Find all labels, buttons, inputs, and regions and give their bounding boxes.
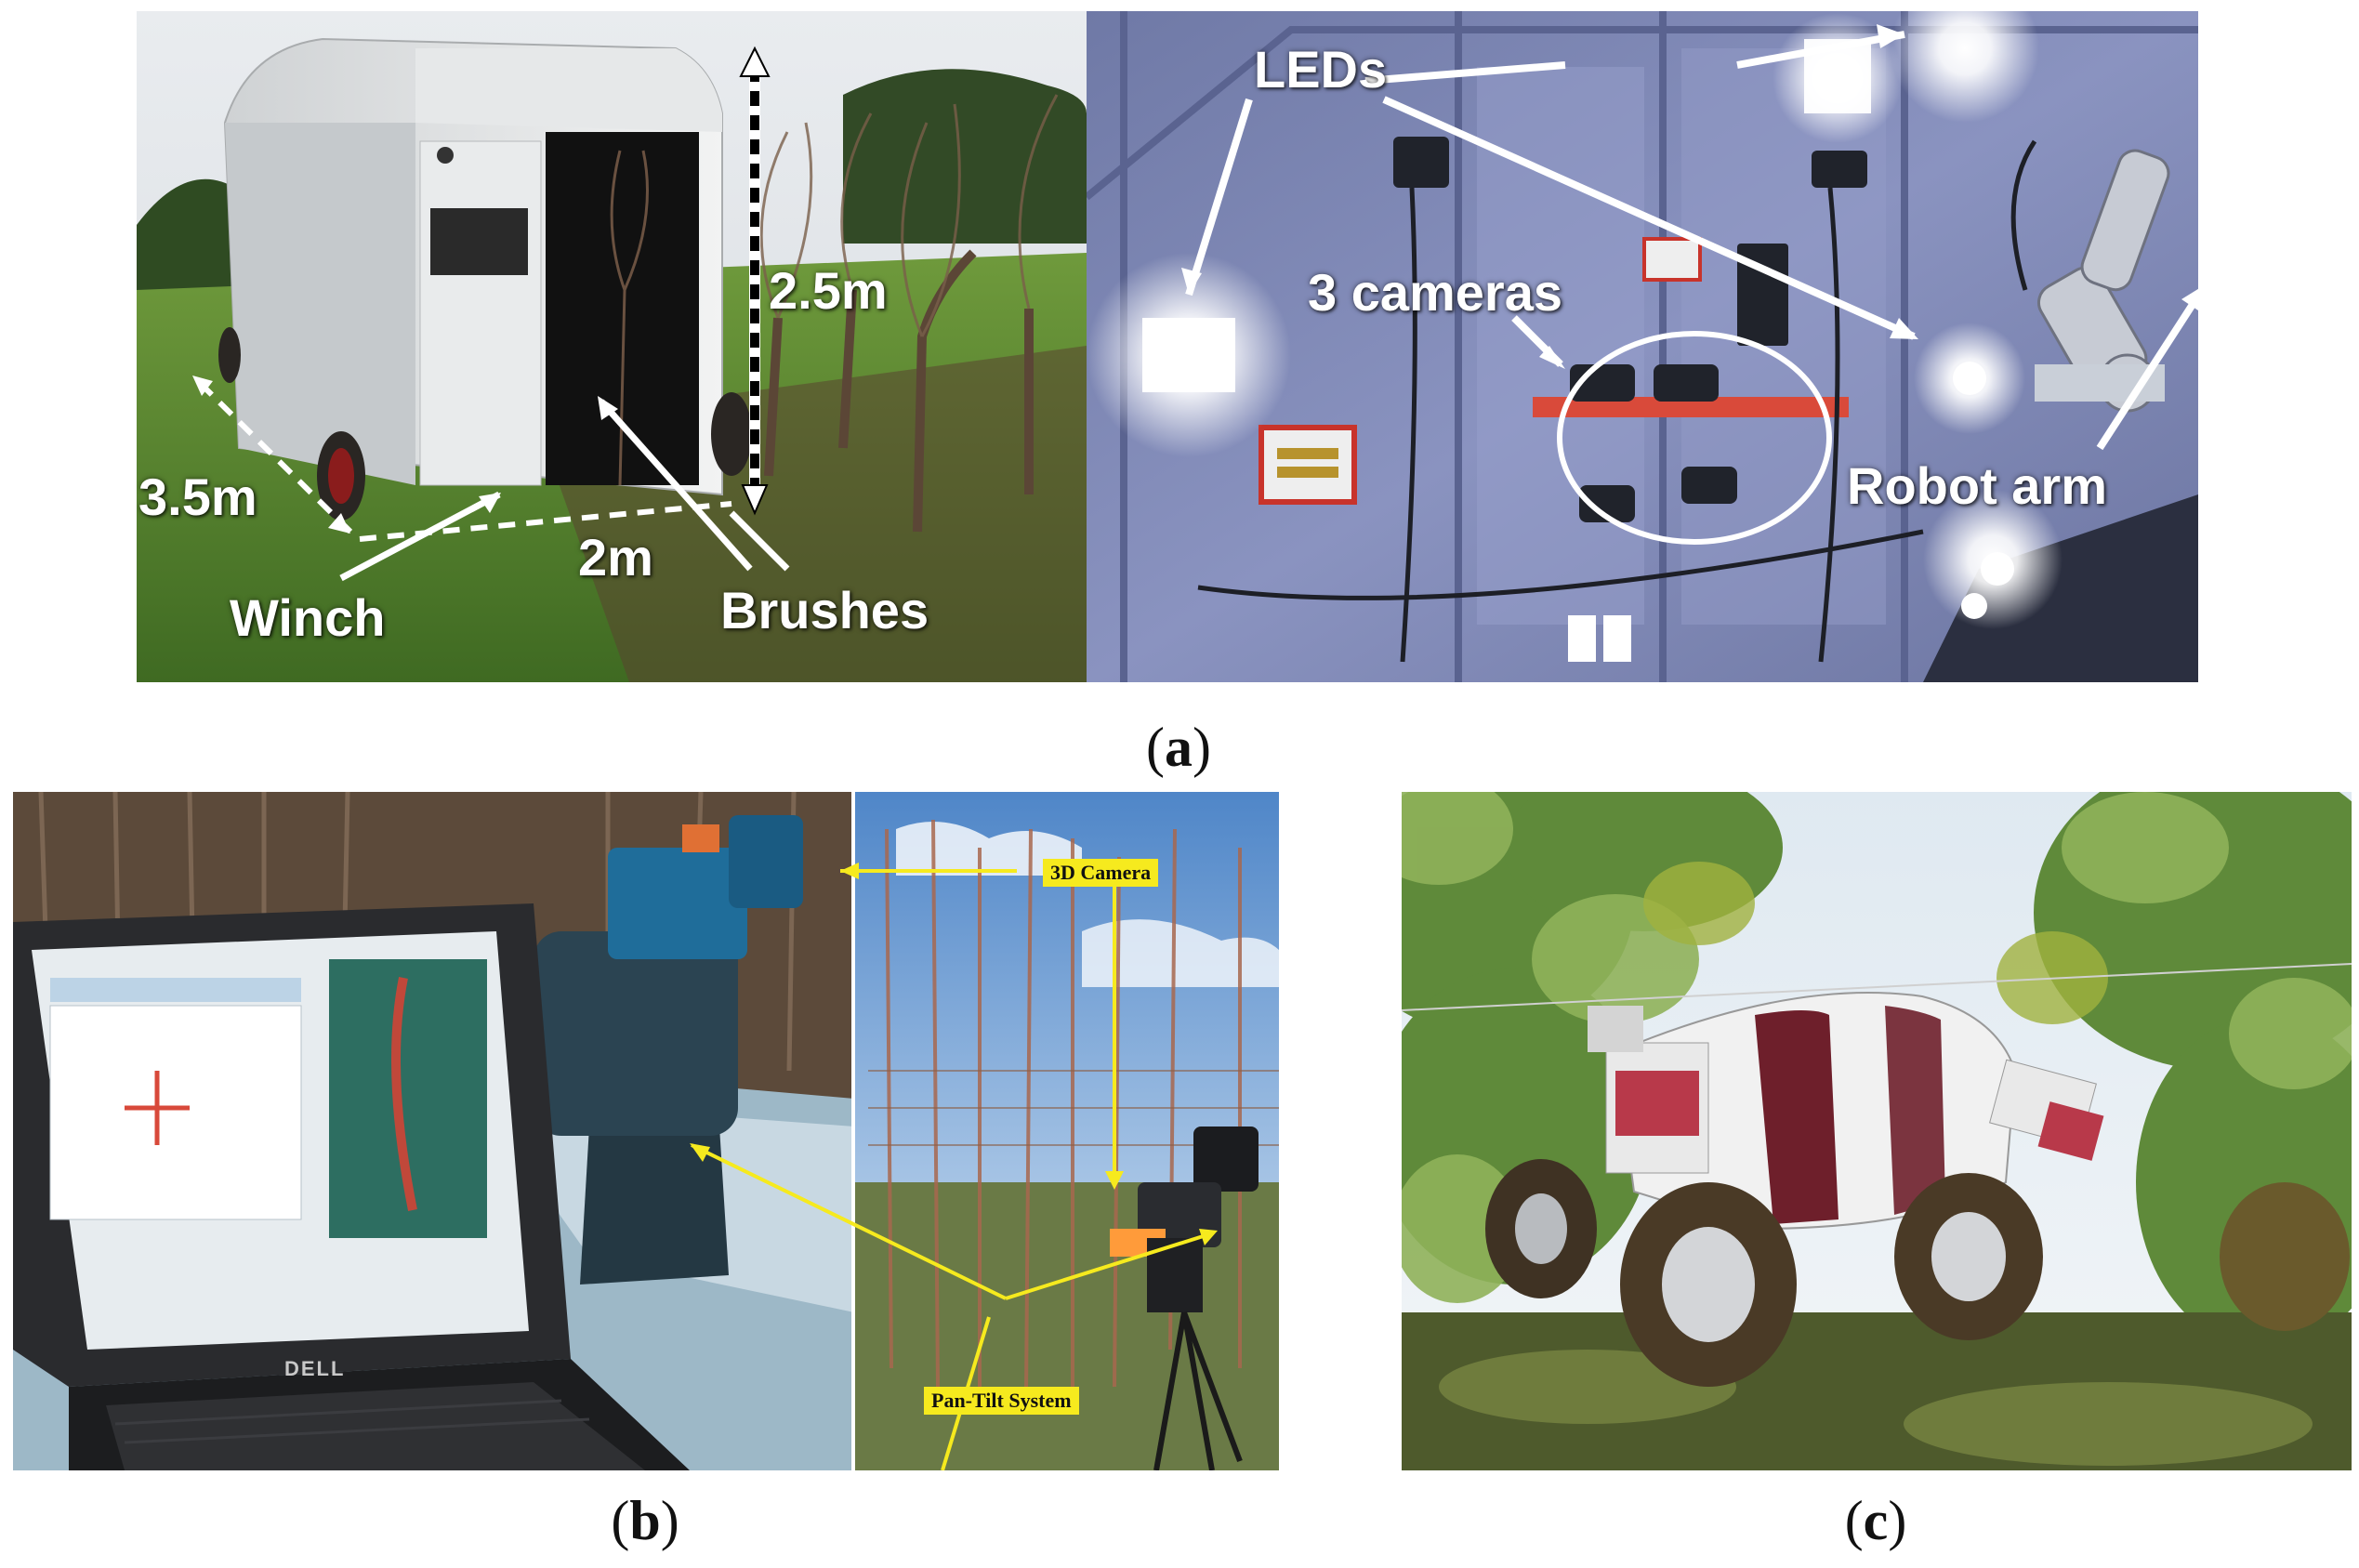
- interior-photo-illustration: [1087, 11, 2198, 682]
- brushes-label: Brushes: [720, 581, 929, 639]
- leds-label: LEDs: [1254, 40, 1388, 99]
- panel-b-photo: 3D Camera Pan-Tilt System DELL: [13, 792, 1279, 1470]
- caption-b: (b): [611, 1490, 679, 1551]
- trailer-photo-illustration: [137, 11, 1087, 682]
- height-label: 2.5m: [769, 261, 888, 320]
- winch-label: Winch: [230, 588, 386, 647]
- pan-tilt-label: Pan-Tilt System: [924, 1387, 1079, 1415]
- caption-c: (c): [1844, 1490, 1907, 1551]
- laptop-brand-logo: DELL: [284, 1357, 346, 1380]
- caption-a: (a): [1146, 717, 1211, 778]
- width-label: 2m: [578, 528, 653, 586]
- robot-arm-label: Robot arm: [1847, 456, 2107, 515]
- length-label: 3.5m: [138, 468, 257, 526]
- vineyard-robot-photo-illustration: [1402, 792, 2352, 1470]
- cameras-label: 3 cameras: [1308, 263, 1563, 322]
- pan-tilt-photo-illustration: [13, 792, 1279, 1470]
- 3d-camera-label: 3D Camera: [1043, 859, 1159, 887]
- panel-c-photo: [1402, 792, 2352, 1470]
- panel-a-right-photo: LEDs 3 cameras Robot arm: [1087, 11, 2198, 682]
- panel-a-left-photo: 2.5m 3.5m 2m Winch Brushes: [137, 11, 1087, 682]
